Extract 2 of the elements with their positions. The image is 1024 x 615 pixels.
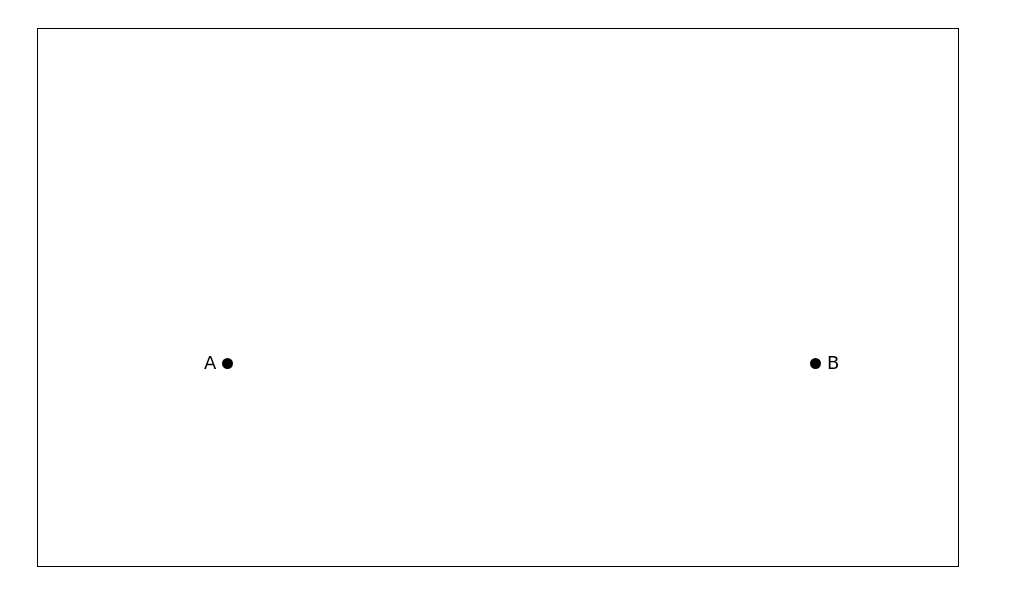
point-label: A bbox=[204, 353, 217, 373]
point-label: B bbox=[827, 353, 840, 373]
